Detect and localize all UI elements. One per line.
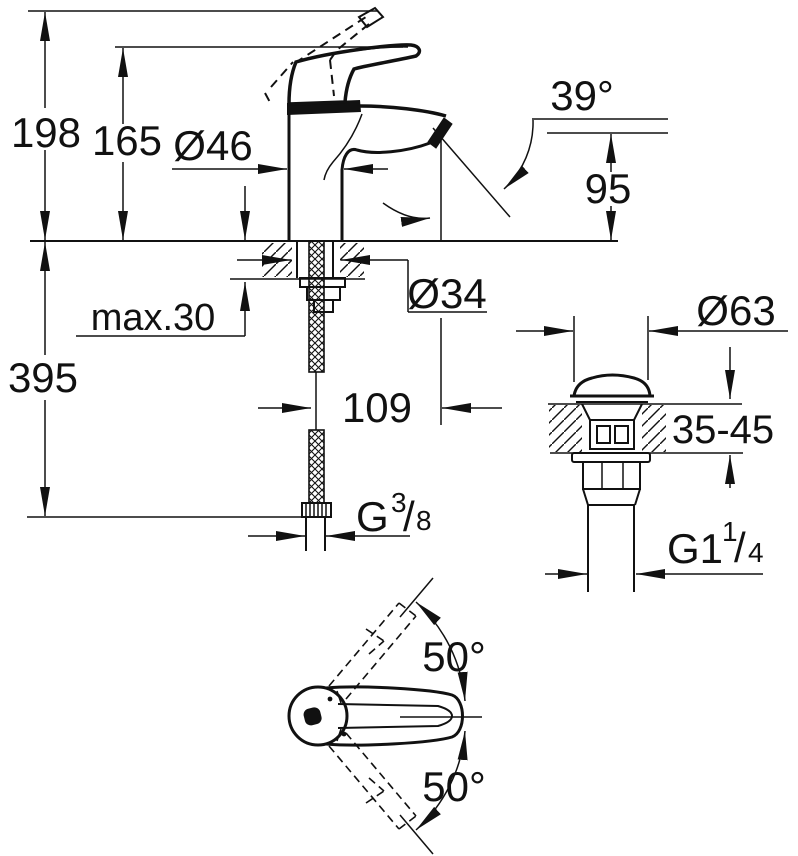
hose-connector-ribs: [305, 504, 327, 516]
hole-diameter-leader: [407, 260, 487, 313]
dim-outlet-height: 95: [585, 134, 632, 240]
dim-drain-thickness-label: 35-45: [672, 408, 774, 452]
dim-hole-diameter: Ø34: [237, 255, 487, 317]
handle-dashed-upper-b: [328, 602, 400, 687]
handle-dot-bottom: [341, 731, 347, 737]
dim-outlet-height-label: 95: [585, 165, 632, 212]
waste-thread-numerator: 1: [722, 516, 738, 547]
dim-lever-height-label: 165: [92, 117, 162, 164]
supply-thread-slash: /: [403, 493, 415, 540]
dim-lever-height: 165: [92, 48, 162, 240]
waste-thread-denominator: 4: [748, 537, 764, 568]
dim-max-thickness: max.30: [76, 186, 250, 339]
drain-body-box: [589, 419, 635, 450]
raised-lever-lower-edge: [329, 23, 370, 61]
dim-swivel-lower-label: 50°: [422, 763, 486, 810]
raised-lever-tip: [357, 6, 385, 29]
handle-dashed-lower-a: [345, 732, 417, 817]
dim-max-thickness-label: max.30: [91, 297, 216, 339]
handle-logo-mark: [303, 707, 322, 726]
hose-connector-nut: [301, 502, 332, 518]
drain-washer: [571, 452, 651, 463]
dim-stream-angle-label: 39°: [550, 72, 614, 119]
dim-overall-height: 198: [11, 12, 81, 240]
spout-top-edge: [359, 104, 447, 118]
dim-overall-height-label: 198: [11, 109, 81, 156]
dim-plug-diameter: Ø63: [516, 287, 788, 336]
stream-angle-arc: [503, 119, 534, 190]
supply-thread-denominator: 8: [416, 505, 432, 536]
front-view-supply-hose: [301, 240, 332, 551]
handle-lever-inner: [337, 703, 454, 729]
drain-overflow-hole-right: [614, 425, 629, 444]
dim-supply-thread: G 3 / 8: [248, 487, 432, 541]
spout-underside: [340, 141, 431, 240]
drain-body-taper: [581, 403, 643, 421]
drain-detail-view: [548, 316, 743, 592]
dim-hose-length-label: 395: [8, 354, 78, 401]
handle-dashed-upper-a: [345, 615, 417, 700]
drain-nut-taper: [582, 488, 641, 506]
dim-body-diameter: Ø46: [172, 122, 388, 174]
dim-projection-label: 109: [342, 384, 412, 431]
body-inner-contour: [323, 113, 363, 181]
swivel-extension-upper: [399, 577, 434, 618]
supply-thread-numerator: 3: [391, 487, 407, 518]
handle-dashed-lower-cap: [398, 815, 417, 830]
dim-hose-length: 395: [8, 242, 78, 516]
handle-lever-outline: [325, 685, 464, 747]
swivel-arc-lower: [415, 730, 468, 831]
aerator-face: [427, 117, 453, 149]
swivel-arc-upper: [415, 601, 468, 702]
handle-ball-outline: [287, 685, 349, 747]
drain-hatch-left: [549, 405, 582, 452]
lever-handle-closed: [287, 43, 422, 106]
lever-top-inner-line: [302, 46, 409, 61]
handle-seam-top: [336, 690, 342, 704]
drain-cap-dome: [572, 373, 652, 397]
waste-thread-slash: /: [734, 524, 746, 571]
handle-dashed-upper-break: [365, 628, 385, 655]
dim-swivel-angles: 50° 50°: [415, 601, 486, 831]
front-view-raised-lever-dashed: [264, 6, 385, 107]
stream-adjust-arrow: [382, 202, 431, 227]
raised-lever-back-edge: [270, 61, 294, 88]
drain-hatch-right: [642, 405, 666, 452]
supply-thread-prefix: G: [356, 493, 389, 540]
drain-overflow-hole-left: [596, 425, 611, 444]
raised-lever-neck: [329, 59, 335, 97]
handle-top-view: [287, 577, 482, 855]
hose-braided-lower: [308, 429, 325, 504]
swivel-extension-lower: [399, 814, 434, 855]
handle-dashed-upper-cap: [398, 602, 417, 617]
raised-lever-back-lower: [264, 92, 273, 107]
handle-dashed-lower-break: [365, 777, 385, 804]
front-view-faucet-outline: [287, 43, 453, 240]
dim-hole-diameter-label: Ø34: [407, 270, 486, 317]
hose-braided-upper: [308, 240, 325, 373]
waste-thread-prefix: G1: [667, 525, 723, 572]
dim-swivel-upper-label: 50°: [422, 633, 486, 680]
dim-waste-thread: G1 1 / 4: [545, 516, 764, 579]
drain-hex-facets: [601, 463, 624, 488]
drain-hex-nut: [582, 461, 641, 490]
handle-dashed-lower-b: [328, 745, 400, 830]
stream-direction-line: [432, 127, 511, 218]
handle-seam-bottom: [336, 728, 342, 742]
dim-stream-angle: 39°: [503, 72, 614, 190]
handle-dot-top: [327, 696, 333, 702]
dim-drain-thickness-range: 35-45: [672, 347, 774, 488]
dim-projection: 109: [258, 384, 502, 431]
dim-plug-diameter-label: Ø63: [696, 287, 775, 334]
dim-body-diameter-label: Ø46: [173, 122, 252, 169]
